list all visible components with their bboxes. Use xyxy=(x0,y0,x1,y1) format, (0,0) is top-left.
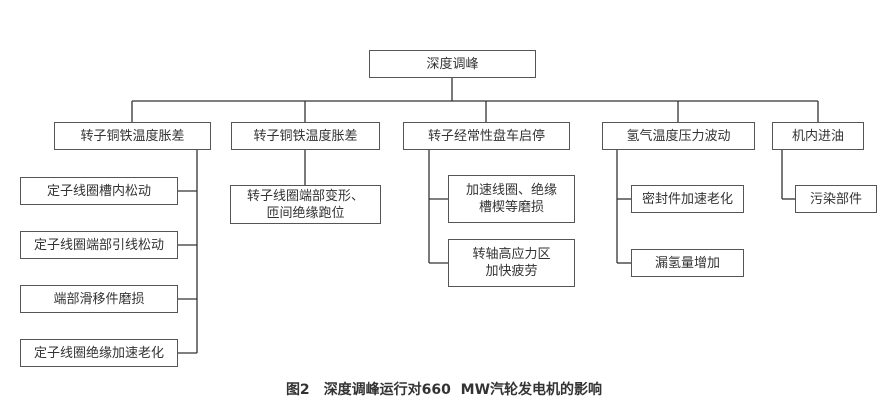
figure-number: 图2 xyxy=(285,382,310,398)
leaf-node: 污染部件 xyxy=(795,185,877,213)
leaf-node: 定子线圈绝缘加速老化 xyxy=(20,339,178,367)
leaf-node: 定子线圈端部引线松动 xyxy=(20,231,178,259)
leaf-node: 漏氢量增加 xyxy=(631,249,744,277)
leaf-node: 端部滑移件磨损 xyxy=(20,285,178,313)
leaf-node: 转轴高应力区 加快疲劳 xyxy=(448,239,575,287)
branch-node-3: 转子经常性盘车启停 xyxy=(403,122,570,150)
branch-node-4: 氢气温度压力波动 xyxy=(602,122,755,150)
leaf-node: 密封件加速老化 xyxy=(631,185,744,213)
figure-title: 深度调峰运行对660 MW汽轮发电机的影响 xyxy=(323,382,603,398)
branch-node-2: 转子铜铁温度胀差 xyxy=(231,122,380,150)
root-node: 深度调峰 xyxy=(369,50,536,78)
leaf-node: 加速线圈、绝缘 槽楔等磨损 xyxy=(448,175,575,223)
branch-node-5: 机内进油 xyxy=(772,122,864,150)
figure-caption: 图2 深度调峰运行对660 MW汽轮发电机的影响 xyxy=(0,379,888,399)
leaf-node: 定子线圈槽内松动 xyxy=(20,177,178,205)
branch-node-1: 转子铜铁温度胀差 xyxy=(54,122,211,150)
leaf-node: 转子线圈端部变形、 匝间绝缘跑位 xyxy=(230,185,381,224)
